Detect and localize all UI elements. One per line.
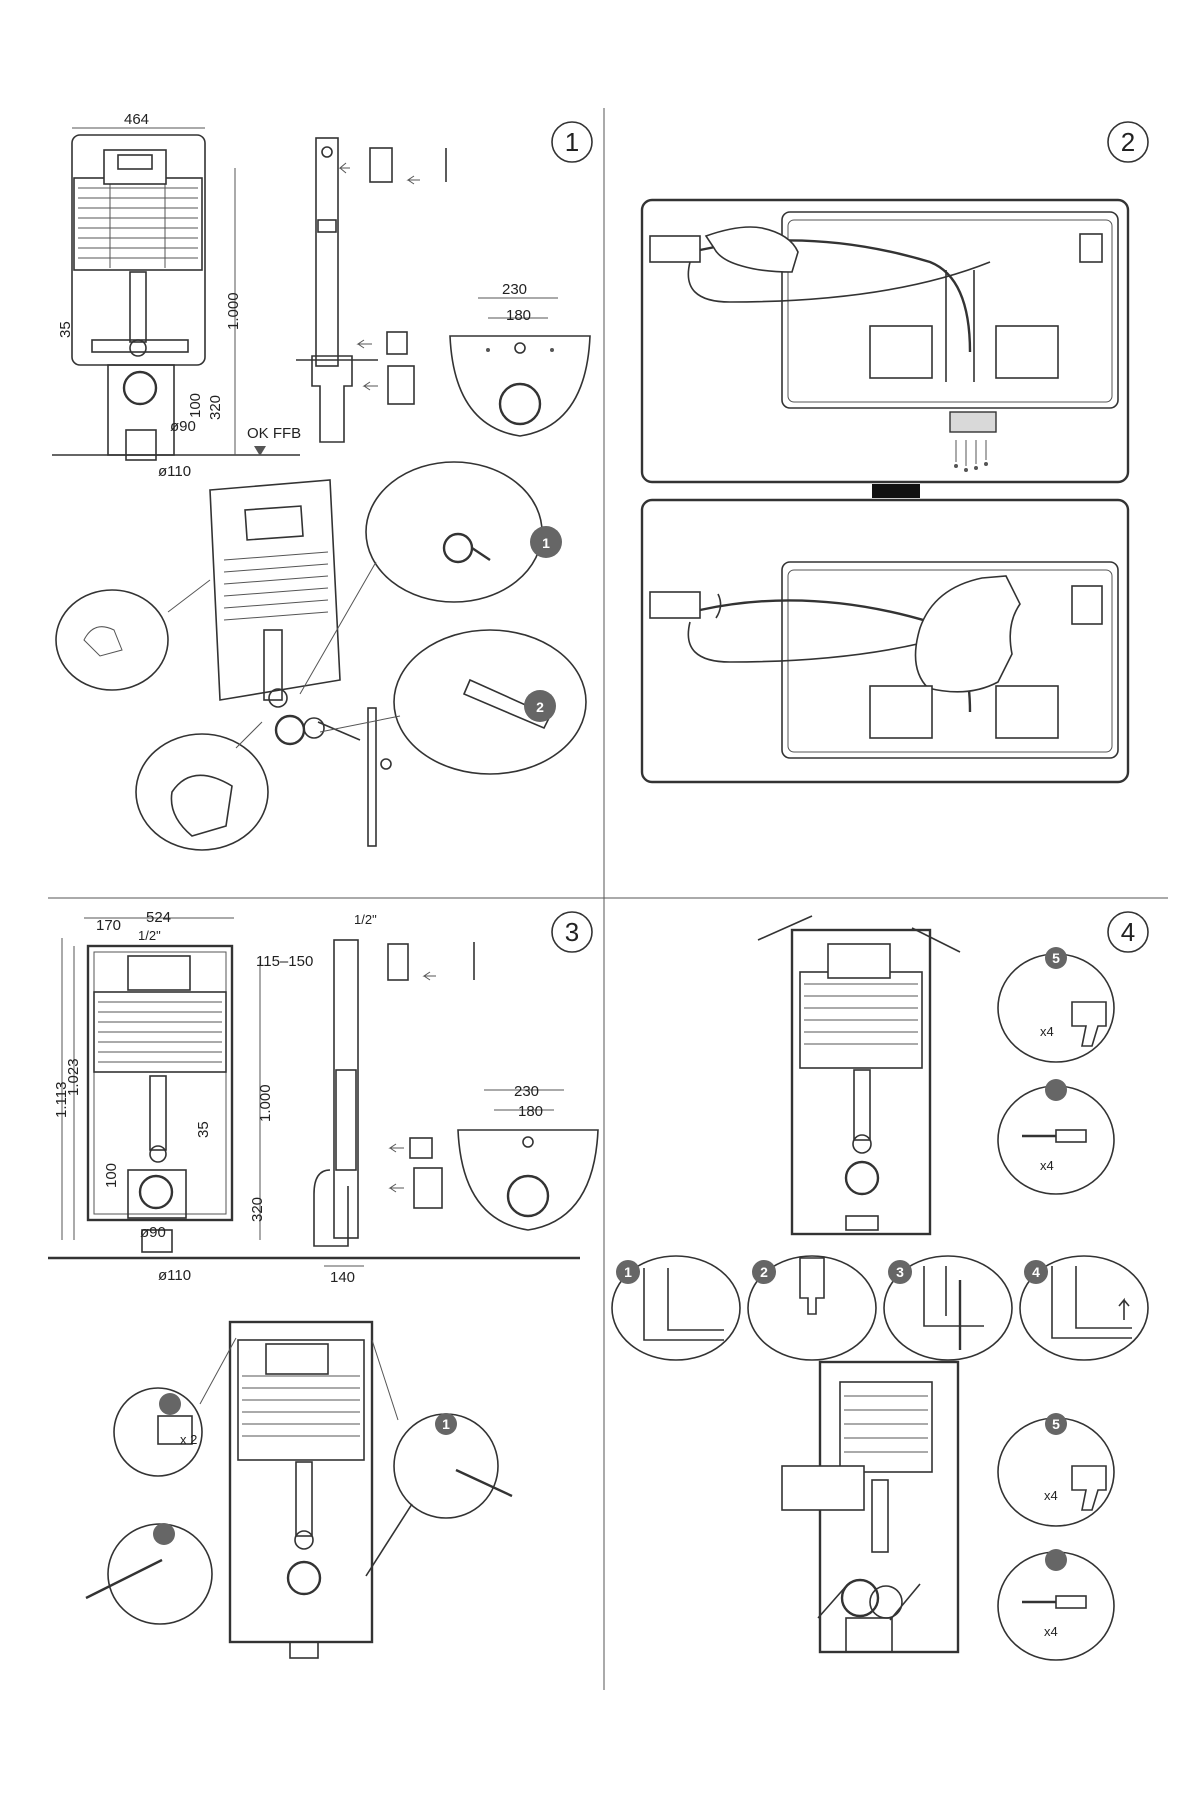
step-badge [1045,1549,1067,1571]
step-5a-number: 5 [1052,950,1060,966]
step-4-number: 4 [1032,1264,1040,1280]
callout-2-number: 2 [536,699,544,715]
panel-number-badge [551,121,593,163]
dimension-height: 1.000 [225,292,242,330]
panel-number: 3 [565,917,579,947]
bowl-diagram: 230 180 [457,1083,599,1231]
callout-1-badge [530,526,562,558]
bowl-dimension-180: 180 [506,307,531,324]
panel-number-badge [1107,121,1149,163]
panel-number: 1 [565,127,579,157]
step-badge [153,1523,175,1545]
detail-callouts: 1 2 [55,461,587,851]
dimension-100: 100 [103,1163,120,1188]
dimension-140: 140 [330,1269,355,1286]
cistern-detail-bottom [640,498,1130,784]
frame-assembly-view: x 2 1 [85,1320,513,1659]
fittings-top [338,147,447,405]
separator-bar [872,484,920,498]
floor-arrow-icon [254,446,266,456]
bowl-dimension-230: 230 [502,281,527,298]
dimension-90: ø90 [170,418,196,435]
panel-number: 2 [1121,127,1135,157]
step-2-badge [752,1260,776,1284]
step-badge [159,1393,181,1415]
dimension-1113: 1.113 [53,1082,70,1118]
anchor-step-circles-bottom: 5 x4 x4 [997,1413,1115,1661]
quantity-x2: x 2 [180,1432,197,1447]
dimension-35: 35 [195,1121,212,1138]
quantity-x4-d: x4 [1044,1624,1058,1639]
dimension-110: ø110 [158,1267,191,1284]
dimension-320: 320 [207,395,224,420]
frame-front-view: 170 524 1/2" 1.113 1.023 1.00 [48,909,580,1284]
panel-4: 4 5 x4 x4 [611,911,1149,1661]
dimension-170: 170 [96,917,121,934]
bowl-diagram: 230 180 [449,281,591,437]
step-badge [1045,1079,1067,1101]
step-1-badge [616,1260,640,1284]
bowl-dimension-180: 180 [518,1103,543,1120]
anchor-step-circles: 5 x4 x4 [997,947,1115,1195]
step-4-badge [1024,1260,1048,1284]
step-3-badge [888,1260,912,1284]
dimension-100: 100 [187,393,204,418]
dimension-90: ø90 [140,1224,166,1241]
panel-1: 1 464 1.000 35 [52,111,593,851]
mounting-step-row: 1 2 3 4 [611,1255,1149,1361]
panel-number-badge [551,911,593,953]
panel-2: 2 [640,121,1149,784]
dimension-115-150: 115–150 [256,953,313,970]
panel-number: 4 [1121,917,1135,947]
dimension-width: 464 [124,111,149,128]
dimension-110: ø110 [158,463,191,480]
dimension-1023: 1.023 [65,1058,82,1096]
callout-1-badge [435,1413,457,1435]
step-5b-number: 5 [1052,1416,1060,1432]
step-5a-badge [1045,947,1067,969]
dimension-320: 320 [249,1197,266,1222]
dimension-half-inch-side: 1/2" [354,912,377,927]
quantity-x4-b: x4 [1040,1158,1054,1173]
step-5b-badge [1045,1413,1067,1435]
frame-front-view: 464 1.000 35 100 320 ø90 [52,111,301,480]
frame-assembly-view [209,479,392,847]
step-3-number: 3 [896,1264,904,1280]
frame-top-assembly [757,915,961,1236]
quantity-x4-c: x4 [1044,1488,1058,1503]
panel-number-badge [1107,911,1149,953]
frame-bottom-assembly [781,1360,960,1654]
dimension-1000: 1.000 [257,1084,274,1122]
callout-1-number: 1 [542,535,550,551]
panel-3: 3 170 524 1/2" 1.113 1. [48,909,599,1659]
dimension-35: 35 [57,321,74,338]
dimension-half-inch: 1/2" [138,928,161,943]
step-2-number: 2 [760,1264,768,1280]
bowl-dimension-230: 230 [514,1083,539,1100]
frame-side-view [296,137,378,443]
step-1-number: 1 [624,1264,632,1280]
callout-1-number: 1 [442,1416,450,1432]
callout-2-badge [524,690,556,722]
frame-side-view: 1/2" 115–150 140 [256,912,475,1286]
floor-level-label: OK FFB [247,425,301,442]
cistern-detail-top [640,198,1130,484]
dimension-524: 524 [146,909,171,926]
quantity-x4-a: x4 [1040,1024,1054,1039]
